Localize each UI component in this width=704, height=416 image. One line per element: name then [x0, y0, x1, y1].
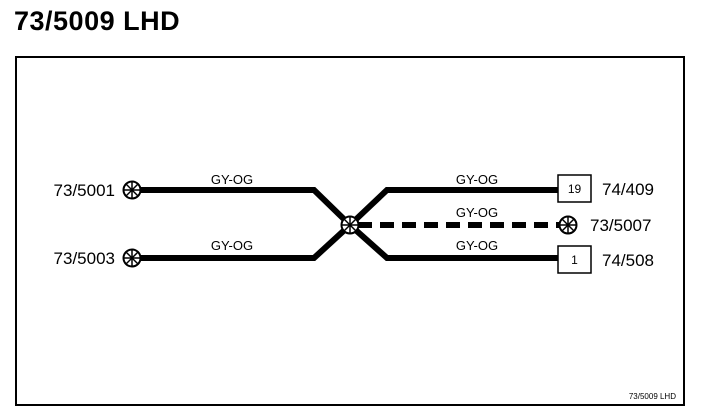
wire-color-label: GY-OG [456, 172, 498, 187]
wire-left-bottom [140, 222, 353, 261]
wire-color-label: GY-OG [456, 238, 498, 253]
splice-terminal-icon [122, 180, 142, 200]
connector-label-right-top: 74/409 [602, 180, 654, 199]
wire-group [140, 187, 558, 261]
diagram-footer-label: 73/5009 LHD [629, 392, 676, 401]
splice-junction-icon [340, 215, 360, 235]
wire-color-label: GY-OG [211, 238, 253, 253]
connector-pin-box [557, 174, 592, 203]
connector-label-right-bottom: 74/508 [602, 251, 654, 270]
connector-pin-box [557, 245, 592, 274]
connector-label-left-bottom: 73/5003 [54, 249, 115, 268]
wire-left-top [140, 187, 353, 228]
wire-right-top [347, 187, 558, 228]
splice-terminal-icon [122, 248, 142, 268]
page-title: 73/5009 LHD [14, 6, 181, 36]
splice-terminal-icon [558, 215, 578, 235]
wire-color-label: GY-OG [211, 172, 253, 187]
wire-color-label: GY-OG [456, 205, 498, 220]
connector-pin-number: 1 [571, 253, 578, 267]
connector-pin-number: 19 [568, 182, 582, 196]
wire-right-bottom [348, 222, 558, 261]
connector-label-left-top: 73/5001 [54, 181, 115, 200]
connector-label-right-middle: 73/5007 [590, 216, 651, 235]
diagram-frame [15, 56, 685, 406]
